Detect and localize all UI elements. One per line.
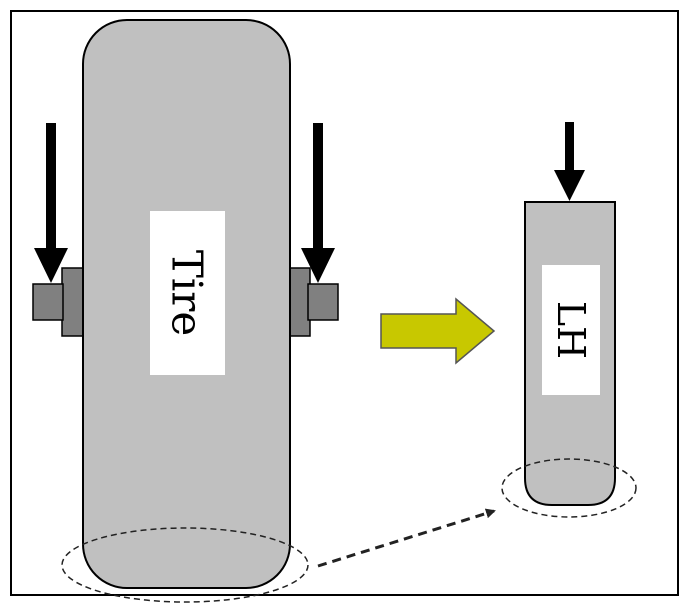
lh-contact-ellipse xyxy=(501,458,637,518)
left-hub-outer xyxy=(32,283,64,321)
lh-label: LH xyxy=(549,301,593,359)
right-hub-inner xyxy=(287,267,311,337)
right-hub-outer xyxy=(307,283,339,321)
tire-contact-ellipse xyxy=(61,527,309,603)
lh-load-arrow-icon xyxy=(554,122,585,201)
transform-arrow-icon xyxy=(380,297,496,365)
lh-label-box xyxy=(542,265,600,395)
tire-label: Tire xyxy=(163,250,212,336)
left-load-arrow-icon xyxy=(34,123,68,283)
dashed-connector-arrow-icon xyxy=(317,508,496,568)
tire-label-box xyxy=(150,211,225,375)
left-hub-inner xyxy=(61,267,87,337)
right-load-arrow-icon xyxy=(301,123,335,283)
